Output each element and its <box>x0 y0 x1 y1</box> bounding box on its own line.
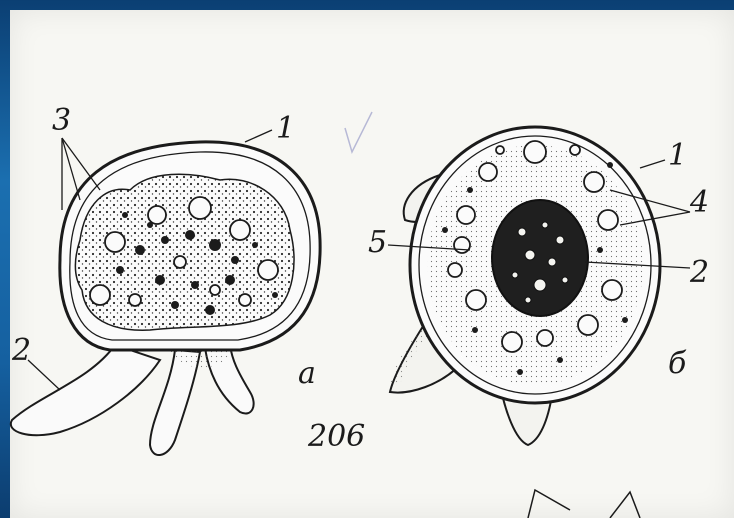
label-b-4: 4 <box>689 185 709 220</box>
pencil-mark <box>345 112 372 152</box>
panel-letter-a: а <box>298 356 316 391</box>
cytoplasm-a <box>75 174 294 330</box>
panel-letter-b: б <box>668 346 687 381</box>
label-b-2: 2 <box>689 255 709 290</box>
cell-a: 1 3 2 а <box>11 103 320 455</box>
partial-figure-bottom <box>528 490 570 518</box>
label-a-2: 2 <box>11 333 31 368</box>
label-a-1: 1 <box>276 111 295 146</box>
cell-b: 1 4 2 5 б <box>368 127 709 445</box>
process-left <box>11 345 160 435</box>
nucleus-b <box>492 200 588 316</box>
label-a-3: 3 <box>52 103 71 138</box>
label-b-1: 1 <box>668 138 687 173</box>
figure-number: 206 <box>307 419 365 454</box>
label-b-5: 5 <box>368 225 387 260</box>
